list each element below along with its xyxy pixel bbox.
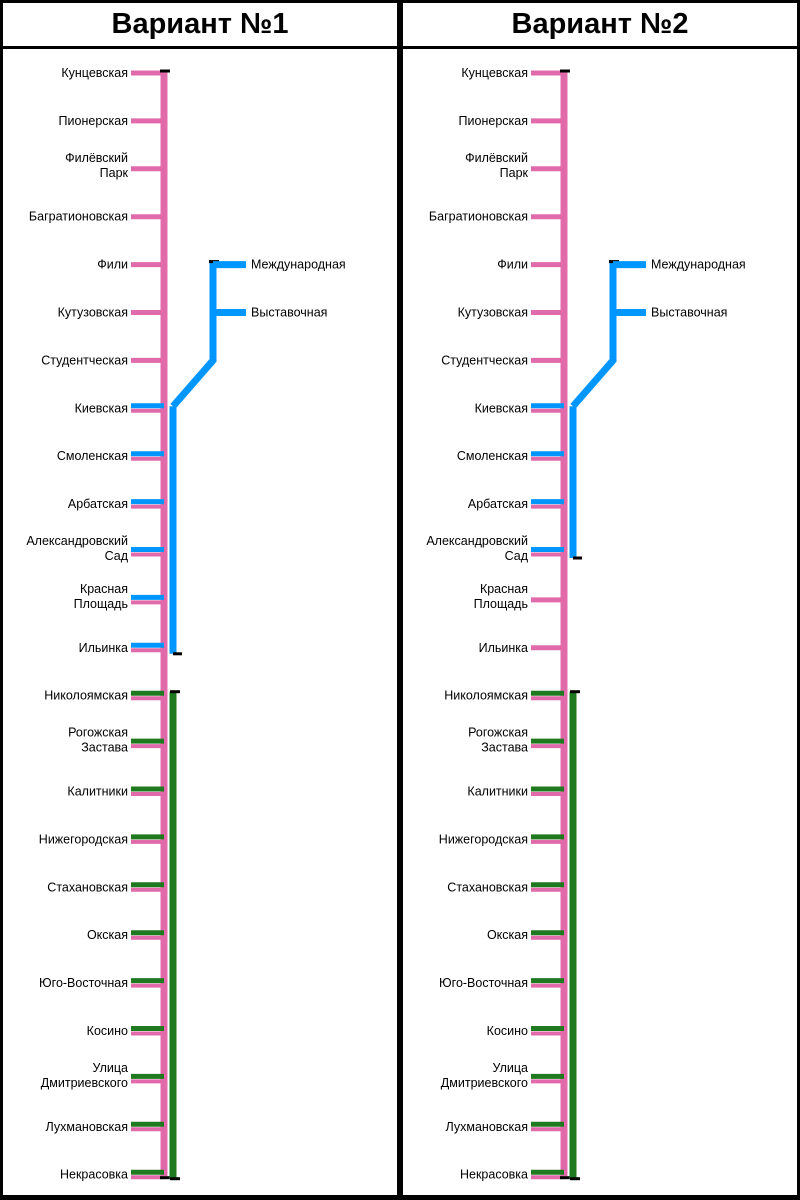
station-16-label: Нижегородская bbox=[39, 832, 128, 846]
station-22-label: Лухмановская bbox=[446, 1120, 528, 1134]
station-0-label: Кунцевская bbox=[461, 66, 528, 80]
station-22-label: Лухмановская bbox=[46, 1120, 128, 1134]
station-3-label: Багратионовская bbox=[29, 210, 128, 224]
branch-station-1-label: Выставочная bbox=[251, 306, 327, 320]
station-7-label: Киевская bbox=[475, 401, 528, 415]
station-9-label: Арбатская bbox=[68, 497, 128, 511]
station-15-label: Калитники bbox=[67, 785, 128, 799]
station-12-label: Ильинка bbox=[479, 641, 528, 655]
station-8-label: Смоленская bbox=[57, 449, 128, 463]
variant-2-title: Вариант №2 bbox=[403, 3, 797, 49]
blue-line-branch bbox=[570, 261, 617, 409]
station-16-label: Нижегородская bbox=[439, 832, 528, 846]
station-5-label: Кутузовская bbox=[458, 306, 528, 320]
station-23-label: Некрасовка bbox=[60, 1168, 128, 1182]
station-17-label: Стахановская bbox=[47, 880, 128, 894]
station-1-label: Пионерская bbox=[59, 114, 128, 128]
station-13-label: Николоямская bbox=[444, 689, 528, 703]
station-0-label: Кунцевская bbox=[61, 66, 128, 80]
station-7-label: Киевская bbox=[75, 401, 128, 415]
station-12-label: Ильинка bbox=[79, 641, 128, 655]
blue-line-branch bbox=[170, 261, 217, 409]
station-23-label: Некрасовка bbox=[460, 1168, 528, 1182]
station-13-label: Николоямская bbox=[44, 689, 128, 703]
station-20-label: Косино bbox=[87, 1024, 128, 1038]
branch-station-1-label: Выставочная bbox=[651, 306, 727, 320]
station-3-label: Багратионовская bbox=[429, 210, 528, 224]
station-5-label: Кутузовская bbox=[58, 306, 128, 320]
station-19-label: Юго-Восточная bbox=[39, 976, 128, 990]
station-4-label: Фили bbox=[497, 258, 528, 272]
variant-1-title: Вариант №1 bbox=[3, 3, 397, 49]
station-4-label: Фили bbox=[97, 258, 128, 272]
station-15-label: Калитники bbox=[467, 785, 528, 799]
station-1-label: Пионерская bbox=[459, 114, 528, 128]
station-19-label: Юго-Восточная bbox=[439, 976, 528, 990]
station-18-label: Окская bbox=[87, 928, 128, 942]
station-17-label: Стахановская bbox=[447, 880, 528, 894]
branch-station-0-label: Международная bbox=[651, 258, 746, 272]
station-20-label: Косино bbox=[487, 1024, 528, 1038]
station-9-label: Арбатская bbox=[468, 497, 528, 511]
station-6-label: Студентческая bbox=[441, 353, 528, 367]
station-6-label: Студентческая bbox=[41, 353, 128, 367]
station-18-label: Окская bbox=[487, 928, 528, 942]
branch-station-0-label: Международная bbox=[251, 258, 346, 272]
station-8-label: Смоленская bbox=[457, 449, 528, 463]
